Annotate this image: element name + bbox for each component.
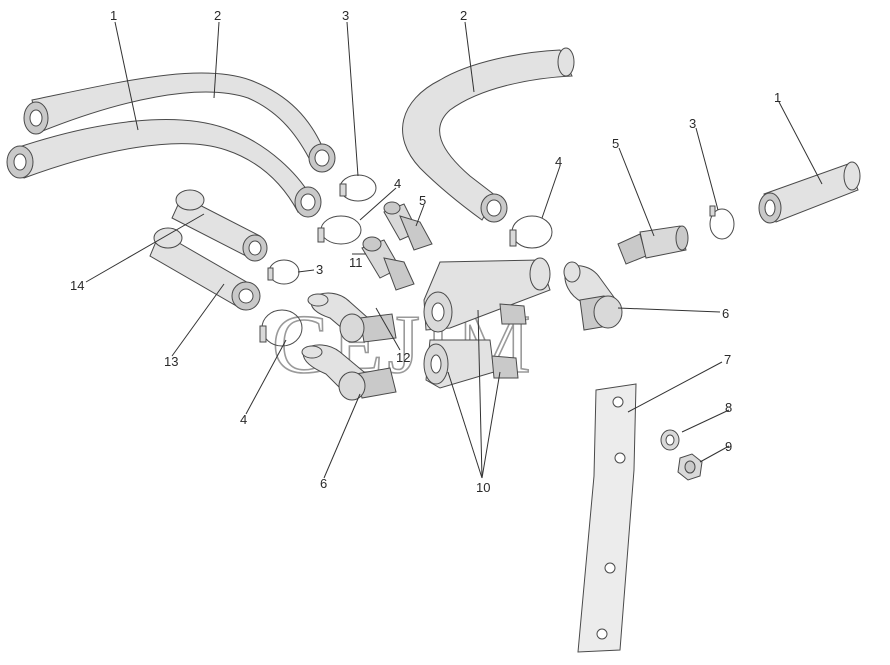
tee-10-upper <box>423 257 551 333</box>
clamp-4-upper <box>317 215 362 245</box>
callout-7: 7 <box>724 352 731 367</box>
clamp-4-lower <box>259 309 303 347</box>
callout-3-upper: 3 <box>342 8 349 23</box>
callout-1-left: 1 <box>110 8 117 23</box>
elbow-6-right <box>563 261 623 331</box>
callout-11: 11 <box>349 255 363 270</box>
hose-2-left <box>23 72 336 173</box>
fitting-11 <box>361 236 415 291</box>
nut-9 <box>677 453 703 481</box>
callout-4-center: 4 <box>555 154 562 169</box>
callout-2-left: 2 <box>214 8 221 23</box>
callout-labels: 1 2 3 2 4 5 5 3 1 4 14 3 11 6 13 12 7 8 … <box>70 8 781 495</box>
tee-10-lower <box>423 339 519 389</box>
callout-9: 9 <box>725 439 732 454</box>
fitting-5-upper <box>383 201 433 251</box>
callout-4-upper: 4 <box>394 176 401 191</box>
callout-6-left: 6 <box>320 476 327 491</box>
hose-1-right <box>758 161 861 224</box>
hose-2-center <box>402 47 575 223</box>
callout-3-right: 3 <box>689 116 696 131</box>
hose-14 <box>171 189 268 262</box>
callout-6-right: 6 <box>722 306 729 321</box>
callout-14: 14 <box>70 278 84 293</box>
clamp-3-lower <box>267 259 300 285</box>
clamp-3-right <box>709 205 735 240</box>
callout-3-lower: 3 <box>316 262 323 277</box>
leader-lines <box>85 21 823 479</box>
callout-12: 12 <box>396 350 410 365</box>
fitting-5-right <box>617 225 689 265</box>
hose-13 <box>149 227 261 311</box>
clamp-3-upper <box>339 174 377 202</box>
hose-1-left <box>6 119 322 218</box>
callout-4-lower: 4 <box>240 412 247 427</box>
elbow-6-upper-left <box>307 292 397 343</box>
callout-13: 13 <box>164 354 178 369</box>
bracket-7 <box>577 383 637 653</box>
callout-8: 8 <box>725 400 732 415</box>
clamp-4-center <box>509 215 553 249</box>
callout-2-center: 2 <box>460 8 467 23</box>
callout-10: 10 <box>476 480 490 495</box>
callout-1-right: 1 <box>774 90 781 105</box>
elbow-6-lower-left <box>301 344 397 401</box>
washer-8 <box>660 429 680 451</box>
callout-5-right: 5 <box>612 136 619 151</box>
callout-5-upper: 5 <box>419 193 426 208</box>
